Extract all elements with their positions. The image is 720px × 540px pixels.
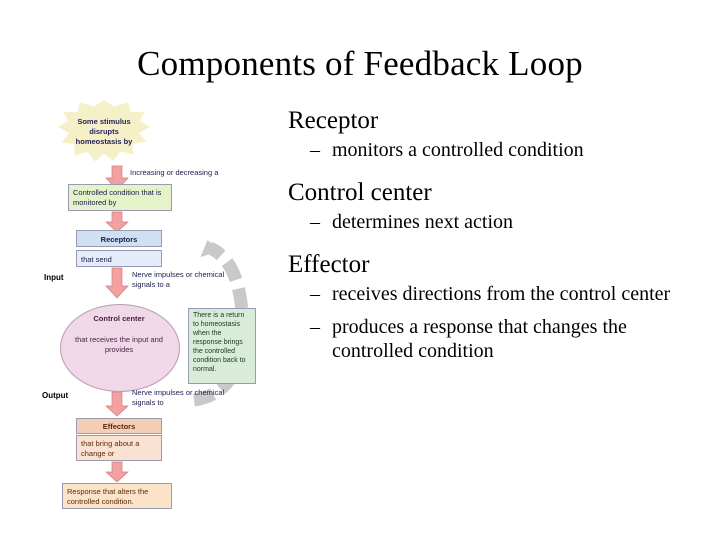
input-text: Nerve impulses or chemical signals to a xyxy=(132,270,225,289)
bullet-dash: – xyxy=(310,211,320,233)
bullet-dash: – xyxy=(310,316,320,338)
bullet-effector-sub-0: – receives directions from the control c… xyxy=(288,282,698,306)
input-label: Input xyxy=(44,273,64,282)
control-center-text: that receives the input and provides xyxy=(75,335,163,354)
bullet-control-center: Control center xyxy=(288,179,432,206)
return-to-homeostasis-box: There is a return to homeostasis when th… xyxy=(188,308,256,384)
bullet-effector-sub-1: – produces a response that changes the c… xyxy=(288,315,698,363)
control-center-oval xyxy=(60,304,180,392)
that-send-box: that send xyxy=(76,250,162,267)
bullet-text: monitors a controlled condition xyxy=(332,139,584,161)
increasing-decreasing-text: Increasing or decreasing a xyxy=(130,168,219,177)
bullet-dash: – xyxy=(310,139,320,161)
bullet-effector: Effector xyxy=(288,251,370,278)
feedback-loop-diagram: Some stimulus disrupts homeostasis by In… xyxy=(42,100,282,520)
controlled-condition-box: Controlled condition that is monitored b… xyxy=(68,184,172,211)
stimulus-text: Some stimulus disrupts homeostasis by xyxy=(75,117,133,146)
bullet-receptor-sub-0: – monitors a controlled condition xyxy=(288,138,698,162)
output-text: Nerve impulses or chemical signals to xyxy=(132,388,225,407)
bullet-text: receives directions from the control cen… xyxy=(332,283,671,305)
bullet-text: determines next action xyxy=(332,211,514,233)
bullet-dash: – xyxy=(310,283,320,305)
bullet-receptor: Receptor xyxy=(288,107,379,134)
effectors-box: Effectors xyxy=(76,418,162,434)
receptors-box: Receptors xyxy=(76,230,162,247)
bullet-control-center-sub-0: – determines next action xyxy=(288,210,698,234)
effectors-change-box: that bring about a change or xyxy=(76,435,162,461)
response-box: Response that alters the controlled cond… xyxy=(62,483,172,509)
bullet-list: Receptor – monitors a controlled conditi… xyxy=(288,106,698,373)
bullet-text: produces a response that changes the con… xyxy=(332,316,627,362)
page-title: Components of Feedback Loop xyxy=(137,44,583,83)
control-center-label: Control center xyxy=(93,314,145,323)
output-label: Output xyxy=(42,391,69,400)
